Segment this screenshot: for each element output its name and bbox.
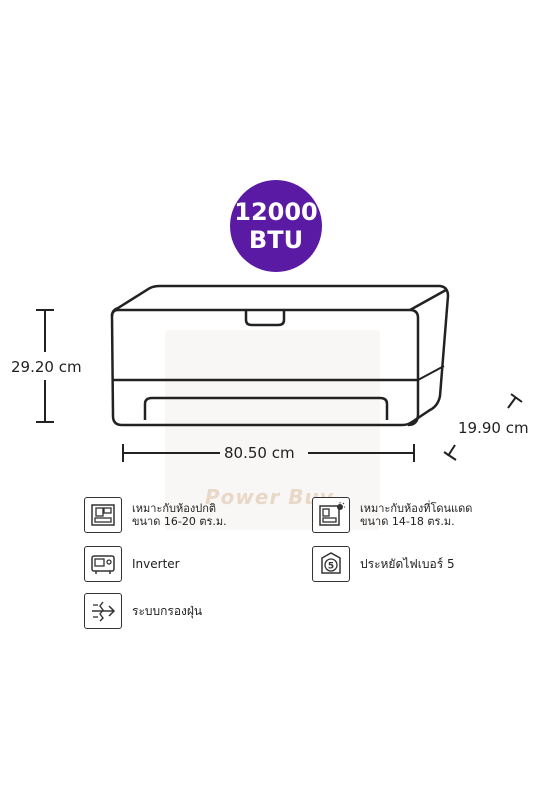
depth-dimension: 19.90 cm [458,419,529,437]
feature-inverter: Inverter [84,546,180,582]
inverter-icon [84,546,122,582]
inverter-label: Inverter [132,556,180,571]
feature-air-filter: ระบบกรองฝุ่น [84,593,202,629]
watermark-logo: Power Buy [205,485,334,509]
sun-room-line2: ขนาด 14-18 ตร.ม. [360,515,455,528]
normal-room-line2: ขนาด 16-20 ตร.ม. [132,515,227,528]
width-dimension: 80.50 cm [224,444,295,462]
room-icon [84,497,122,533]
air-filter-label: ระบบกรองฝุ่น [132,603,203,618]
feature-energy-saving: 5 ประหยัดไฟเบอร์ 5 [312,546,455,582]
energy-label-5-icon: 5 [312,546,350,582]
height-dimension: 29.20 cm [11,358,82,376]
energy-number: 5 [328,562,334,572]
watermark-background [165,330,380,530]
sun-room-line1: เหมาะกับห้องที่โดนแดด [360,502,473,515]
feature-sun-room: เหมาะกับห้องที่โดนแดด ขนาด 14-18 ตร.ม. [312,497,472,533]
btu-unit: BTU [248,226,304,254]
btu-capacity: 12000 [234,198,318,226]
normal-room-line1: เหมาะกับห้องปกติ [132,502,217,515]
sunny-room-icon [312,497,350,533]
btu-badge: 12000 BTU [230,180,322,272]
feature-normal-room: เหมาะกับห้องปกติ ขนาด 16-20 ตร.ม. [84,497,227,533]
energy-label: ประหยัดไฟเบอร์ 5 [360,556,455,571]
air-filter-icon [84,593,122,629]
